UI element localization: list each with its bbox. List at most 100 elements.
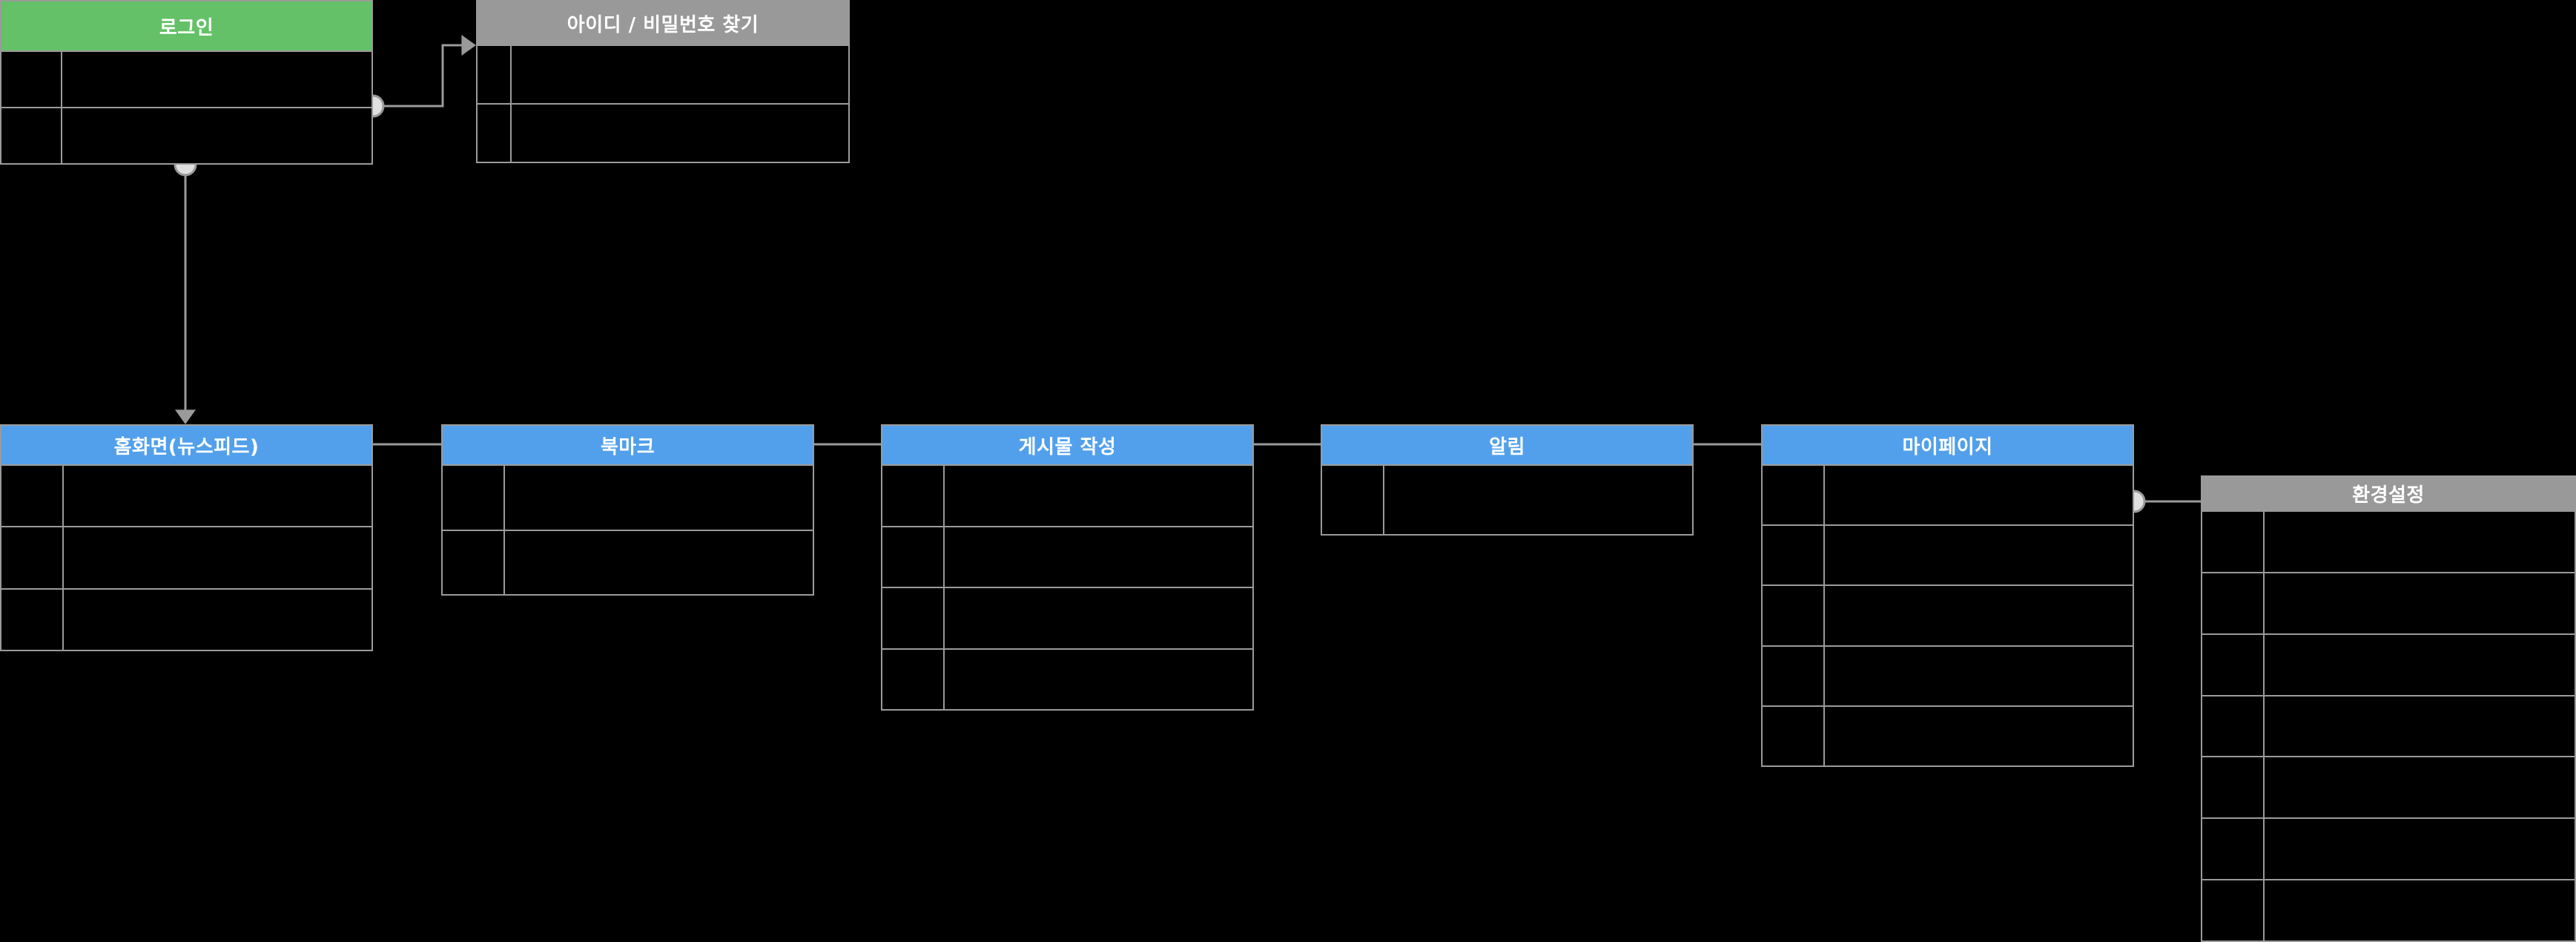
row-value-cell [945, 527, 1252, 587]
node-title-home-newsfeed: 홈화면(뉴스피드) [1, 426, 371, 466]
row-value-cell [505, 531, 813, 595]
table-row[interactable] [1322, 466, 1692, 534]
row-value-cell [64, 466, 371, 526]
row-key-cell [2202, 819, 2265, 880]
node-body-settings [2202, 512, 2575, 941]
table-row[interactable] [882, 527, 1252, 588]
table-row[interactable] [1763, 706, 2133, 766]
row-key-cell [882, 649, 945, 709]
row-key-cell [2202, 757, 2265, 818]
table-row[interactable] [882, 466, 1252, 527]
connector-mypage-to-settings[interactable] [2122, 490, 2201, 513]
row-key-cell [2202, 880, 2265, 941]
row-key-cell [1763, 466, 1825, 525]
node-body-notifications [1322, 466, 1692, 534]
row-value-cell [1825, 466, 2133, 524]
table-row[interactable] [2202, 512, 2575, 573]
node-settings[interactable]: 환경설정 [2201, 475, 2576, 942]
row-value-cell [62, 108, 371, 163]
row-key-cell [478, 105, 512, 162]
row-key-cell [2202, 573, 2265, 633]
node-title-login: 로그인 [1, 1, 371, 52]
row-key-cell [443, 530, 505, 594]
row-key-cell [1, 466, 64, 527]
row-key-cell [1322, 466, 1384, 534]
row-value-cell [1825, 707, 2133, 765]
row-key-cell [882, 527, 945, 587]
node-title-mypage: 마이페이지 [1763, 426, 2133, 466]
row-key-cell [1763, 706, 1825, 766]
row-value-cell [2265, 573, 2575, 633]
row-key-cell [1, 108, 62, 163]
connector-login-to-home[interactable] [174, 153, 197, 424]
row-key-cell [2202, 696, 2265, 757]
row-value-cell [1825, 586, 2133, 645]
table-row[interactable] [2202, 573, 2575, 635]
row-value-cell [945, 650, 1252, 710]
table-row[interactable] [2202, 880, 2575, 941]
table-row[interactable] [1763, 586, 2133, 647]
row-key-cell [2202, 512, 2265, 572]
row-key-cell [882, 588, 945, 648]
row-value-cell [64, 527, 371, 587]
row-key-cell [1, 52, 62, 107]
connector-login-to-find[interactable] [361, 35, 476, 118]
row-value-cell [1825, 526, 2133, 584]
node-bookmark[interactable]: 북마크 [441, 424, 814, 596]
node-title-create-post: 게시물 작성 [882, 426, 1252, 466]
table-row[interactable] [478, 46, 848, 105]
table-row[interactable] [2202, 634, 2575, 696]
node-mypage[interactable]: 마이페이지 [1761, 424, 2134, 767]
table-row[interactable] [1, 589, 371, 650]
table-row[interactable] [2202, 757, 2575, 820]
row-value-cell [505, 466, 813, 530]
row-value-cell [512, 46, 848, 103]
table-row[interactable] [1, 466, 371, 528]
node-title-settings: 환경설정 [2202, 477, 2575, 512]
row-value-cell [2265, 880, 2575, 941]
table-row[interactable] [478, 105, 848, 162]
node-find-id-pw[interactable]: 아이디 / 비밀번호 찾기 [476, 0, 850, 163]
node-body-login [1, 52, 371, 163]
table-row[interactable] [1763, 466, 2133, 527]
table-row[interactable] [1, 527, 371, 590]
row-key-cell [2202, 634, 2265, 695]
row-value-cell [1825, 647, 2133, 705]
table-row[interactable] [1, 108, 371, 163]
table-row[interactable] [443, 466, 813, 531]
connector-arrowhead [461, 35, 476, 56]
row-value-cell [945, 466, 1252, 526]
row-value-cell [945, 588, 1252, 648]
table-row[interactable] [882, 588, 1252, 650]
row-value-cell [512, 105, 848, 162]
row-value-cell [2265, 635, 2575, 695]
node-home-newsfeed[interactable]: 홈화면(뉴스피드) [0, 424, 373, 651]
table-row[interactable] [443, 530, 813, 595]
row-key-cell [882, 466, 945, 526]
table-row[interactable] [882, 649, 1252, 710]
row-key-cell [1763, 526, 1825, 585]
table-row[interactable] [1, 52, 371, 108]
node-login[interactable]: 로그인 [0, 0, 373, 165]
table-row[interactable] [2202, 696, 2575, 758]
row-key-cell [1, 527, 64, 588]
row-value-cell [1384, 466, 1692, 534]
row-value-cell [2265, 819, 2575, 879]
node-body-find-id-pw [478, 46, 848, 162]
table-row[interactable] [2202, 819, 2575, 881]
row-value-cell [64, 590, 371, 650]
node-notifications[interactable]: 알림 [1321, 424, 1694, 536]
row-value-cell [2265, 696, 2575, 757]
table-row[interactable] [1763, 526, 2133, 587]
connector-line [373, 44, 472, 108]
node-title-find-id-pw: 아이디 / 비밀번호 찾기 [478, 1, 848, 46]
table-row[interactable] [1763, 646, 2133, 707]
node-title-bookmark: 북마크 [443, 426, 813, 466]
connector-arrowhead [175, 409, 196, 424]
row-value-cell [62, 52, 371, 107]
row-value-cell [2265, 512, 2575, 572]
node-body-create-post [882, 466, 1252, 709]
node-body-mypage [1763, 466, 2133, 766]
node-create-post[interactable]: 게시물 작성 [881, 424, 1254, 711]
